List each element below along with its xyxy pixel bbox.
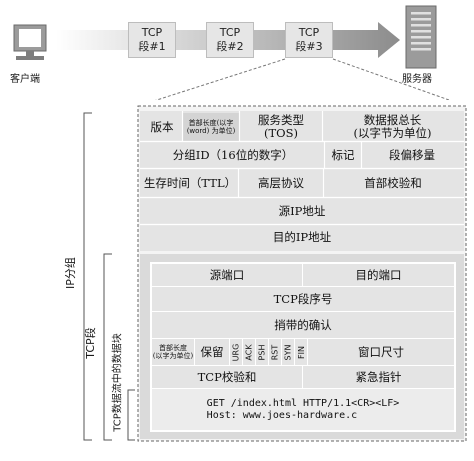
tcp-destination-port: 目的端口 (303, 264, 454, 286)
computer-icon (13, 24, 47, 60)
tcp-acknowledgment-number: 捎带的确认 (152, 312, 454, 338)
tcp-header-length: 首部长度 (以字为单位) (152, 339, 194, 365)
ip-flags: 标记 (331, 147, 355, 162)
tcp-flag-ack: ACK (243, 339, 255, 365)
ip-version: 版本 (150, 119, 174, 134)
tcp-flag-psh: PSH (256, 339, 268, 365)
ip-packet-id: 分组ID（16位的数字） (172, 147, 294, 162)
ip-destination-address: 目的IP地址 (272, 230, 332, 244)
tcp-segment-1: TCP 段#1 (128, 22, 176, 58)
tcp-urgent-pointer: 紧急指针 (303, 366, 454, 388)
tcp-checksum: TCP校验和 (152, 366, 302, 388)
ip-source-address: 源IP地址 (278, 203, 326, 218)
ip-ttl: 生存时间（TTL） (143, 175, 237, 190)
ip-header-length: 首部长度(以字 (word) 为单位) (183, 113, 239, 141)
tcp-reserved: 保留 (195, 339, 229, 365)
tcp-source-port: 源端口 (152, 264, 302, 286)
client-label: 客户端 (10, 74, 40, 85)
tcp-flag-rst: RST (269, 339, 281, 365)
tcp-payload-data: GET /index.html HTTP/1.1<CR><LF> Host: w… (152, 389, 454, 430)
tcp-flag-syn: SYN (282, 339, 294, 365)
tcp-sequence-number: TCP段序号 (152, 287, 454, 311)
ip-tos: 服务类型 (TOS) (258, 113, 304, 140)
tcp-flag-urg: URG (230, 339, 242, 365)
server-icon (405, 5, 437, 69)
tcp-segment-3: TCP 段#3 (285, 22, 333, 58)
ip-header-checksum: 首部校验和 (364, 175, 422, 190)
tcp-segment-2: TCP 段#2 (206, 22, 254, 58)
tcp-window-size: 窗口尺寸 (308, 339, 454, 365)
ip-protocol: 高层协议 (258, 175, 304, 190)
ip-total-length: 数据报总长 (以字节为单位) (353, 113, 432, 140)
server-label: 服务器 (402, 74, 432, 85)
tcp-flag-fin: FIN (295, 339, 307, 365)
ip-fragment-offset: 段偏移量 (389, 147, 435, 162)
